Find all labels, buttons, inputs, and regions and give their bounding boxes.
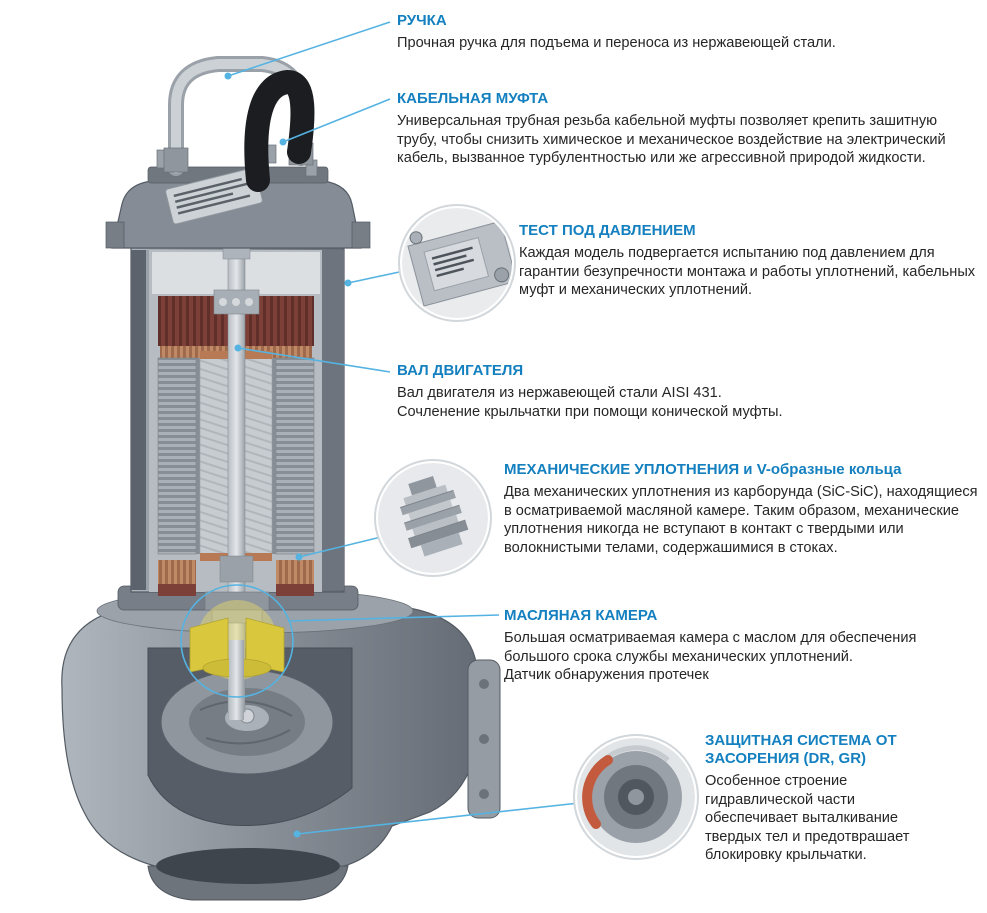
callout-pressure-test-title: ТЕСТ ПОД ДАВЛЕНИЕМ	[519, 222, 696, 239]
callout-anti-clog: ЗАЩИТНАЯ СИСТЕМА ОТ ЗАСОРЕНИЯ (DR, GR) О…	[705, 732, 945, 865]
callout-mechanical-seals-title: МЕХАНИЧЕСКИЕ УПЛОТНЕНИЯ и V-образные кол…	[504, 461, 902, 478]
callout-mechanical-seals: МЕХАНИЧЕСКИЕ УПЛОТНЕНИЯ и V-образные кол…	[504, 461, 982, 557]
callout-anti-clog-body: Особенное строение гидравлической части …	[705, 773, 910, 864]
orange-seal-ring	[582, 755, 613, 829]
callout-mechanical-seals-body: Два механических уплотнения из карборунд…	[504, 484, 978, 556]
suction-inlet	[147, 848, 349, 901]
callout-handle-title: РУЧКА	[397, 12, 447, 29]
power-cable	[244, 69, 315, 192]
discharge-flange	[467, 659, 501, 819]
callout-dots	[224, 72, 352, 838]
callout-handle-body: Прочная ручка для подъема и переноса из …	[397, 35, 836, 51]
callout-handle: РУЧКА Прочная ручка для подъема и перено…	[397, 12, 972, 53]
pressure-test-inset	[398, 204, 516, 322]
callout-motor-shaft: ВАЛ ДВИГАТЕЛЯ Вал двигателя из нержавеющ…	[397, 362, 972, 421]
callout-motor-shaft-title: ВАЛ ДВИГАТЕЛЯ	[397, 362, 524, 379]
top-casting	[105, 144, 371, 249]
anti-clog-inset	[573, 734, 699, 860]
callout-cable-gland: КАБЕЛЬНАЯ МУФТА Универсальная трубная ре…	[397, 90, 949, 168]
callout-oil-chamber-body: Большая осматриваемая камера с маслом дл…	[504, 630, 917, 684]
impeller	[160, 669, 334, 775]
callout-oil-chamber-title: МАСЛЯНАЯ КАМЕРА	[504, 607, 658, 624]
upper-bearing	[213, 289, 260, 315]
callout-anti-clog-title: ЗАЩИТНАЯ СИСТЕМА ОТ ЗАСОРЕНИЯ (DR, GR)	[705, 732, 897, 767]
callout-motor-shaft-body: Вал двигателя из нержавеющей стали AISI …	[397, 385, 783, 420]
volute-casing	[61, 588, 501, 901]
seal-and-oil-chamber	[189, 591, 285, 720]
callout-pressure-test: ТЕСТ ПОД ДАВЛЕНИЕМ Каждая модель подверг…	[519, 222, 979, 300]
callout-cable-gland-body: Универсальная трубная резьба кабельной м…	[397, 113, 946, 167]
stator	[157, 357, 315, 555]
callout-lines	[180, 21, 580, 835]
callout-oil-chamber: МАСЛЯНАЯ КАМЕРА Большая осматриваемая ка…	[504, 607, 979, 685]
motor-housing	[117, 239, 359, 720]
callout-pressure-test-body: Каждая модель подвергается испытанию под…	[519, 245, 976, 299]
nameplate	[165, 167, 263, 225]
callout-cable-gland-title: КАБЕЛЬНАЯ МУФТА	[397, 90, 549, 107]
impeller-chamber	[147, 647, 353, 827]
mechanical-seal-inset	[374, 459, 492, 577]
oil-chamber-highlight-ring	[180, 584, 294, 698]
lower-winding-head	[158, 560, 314, 596]
